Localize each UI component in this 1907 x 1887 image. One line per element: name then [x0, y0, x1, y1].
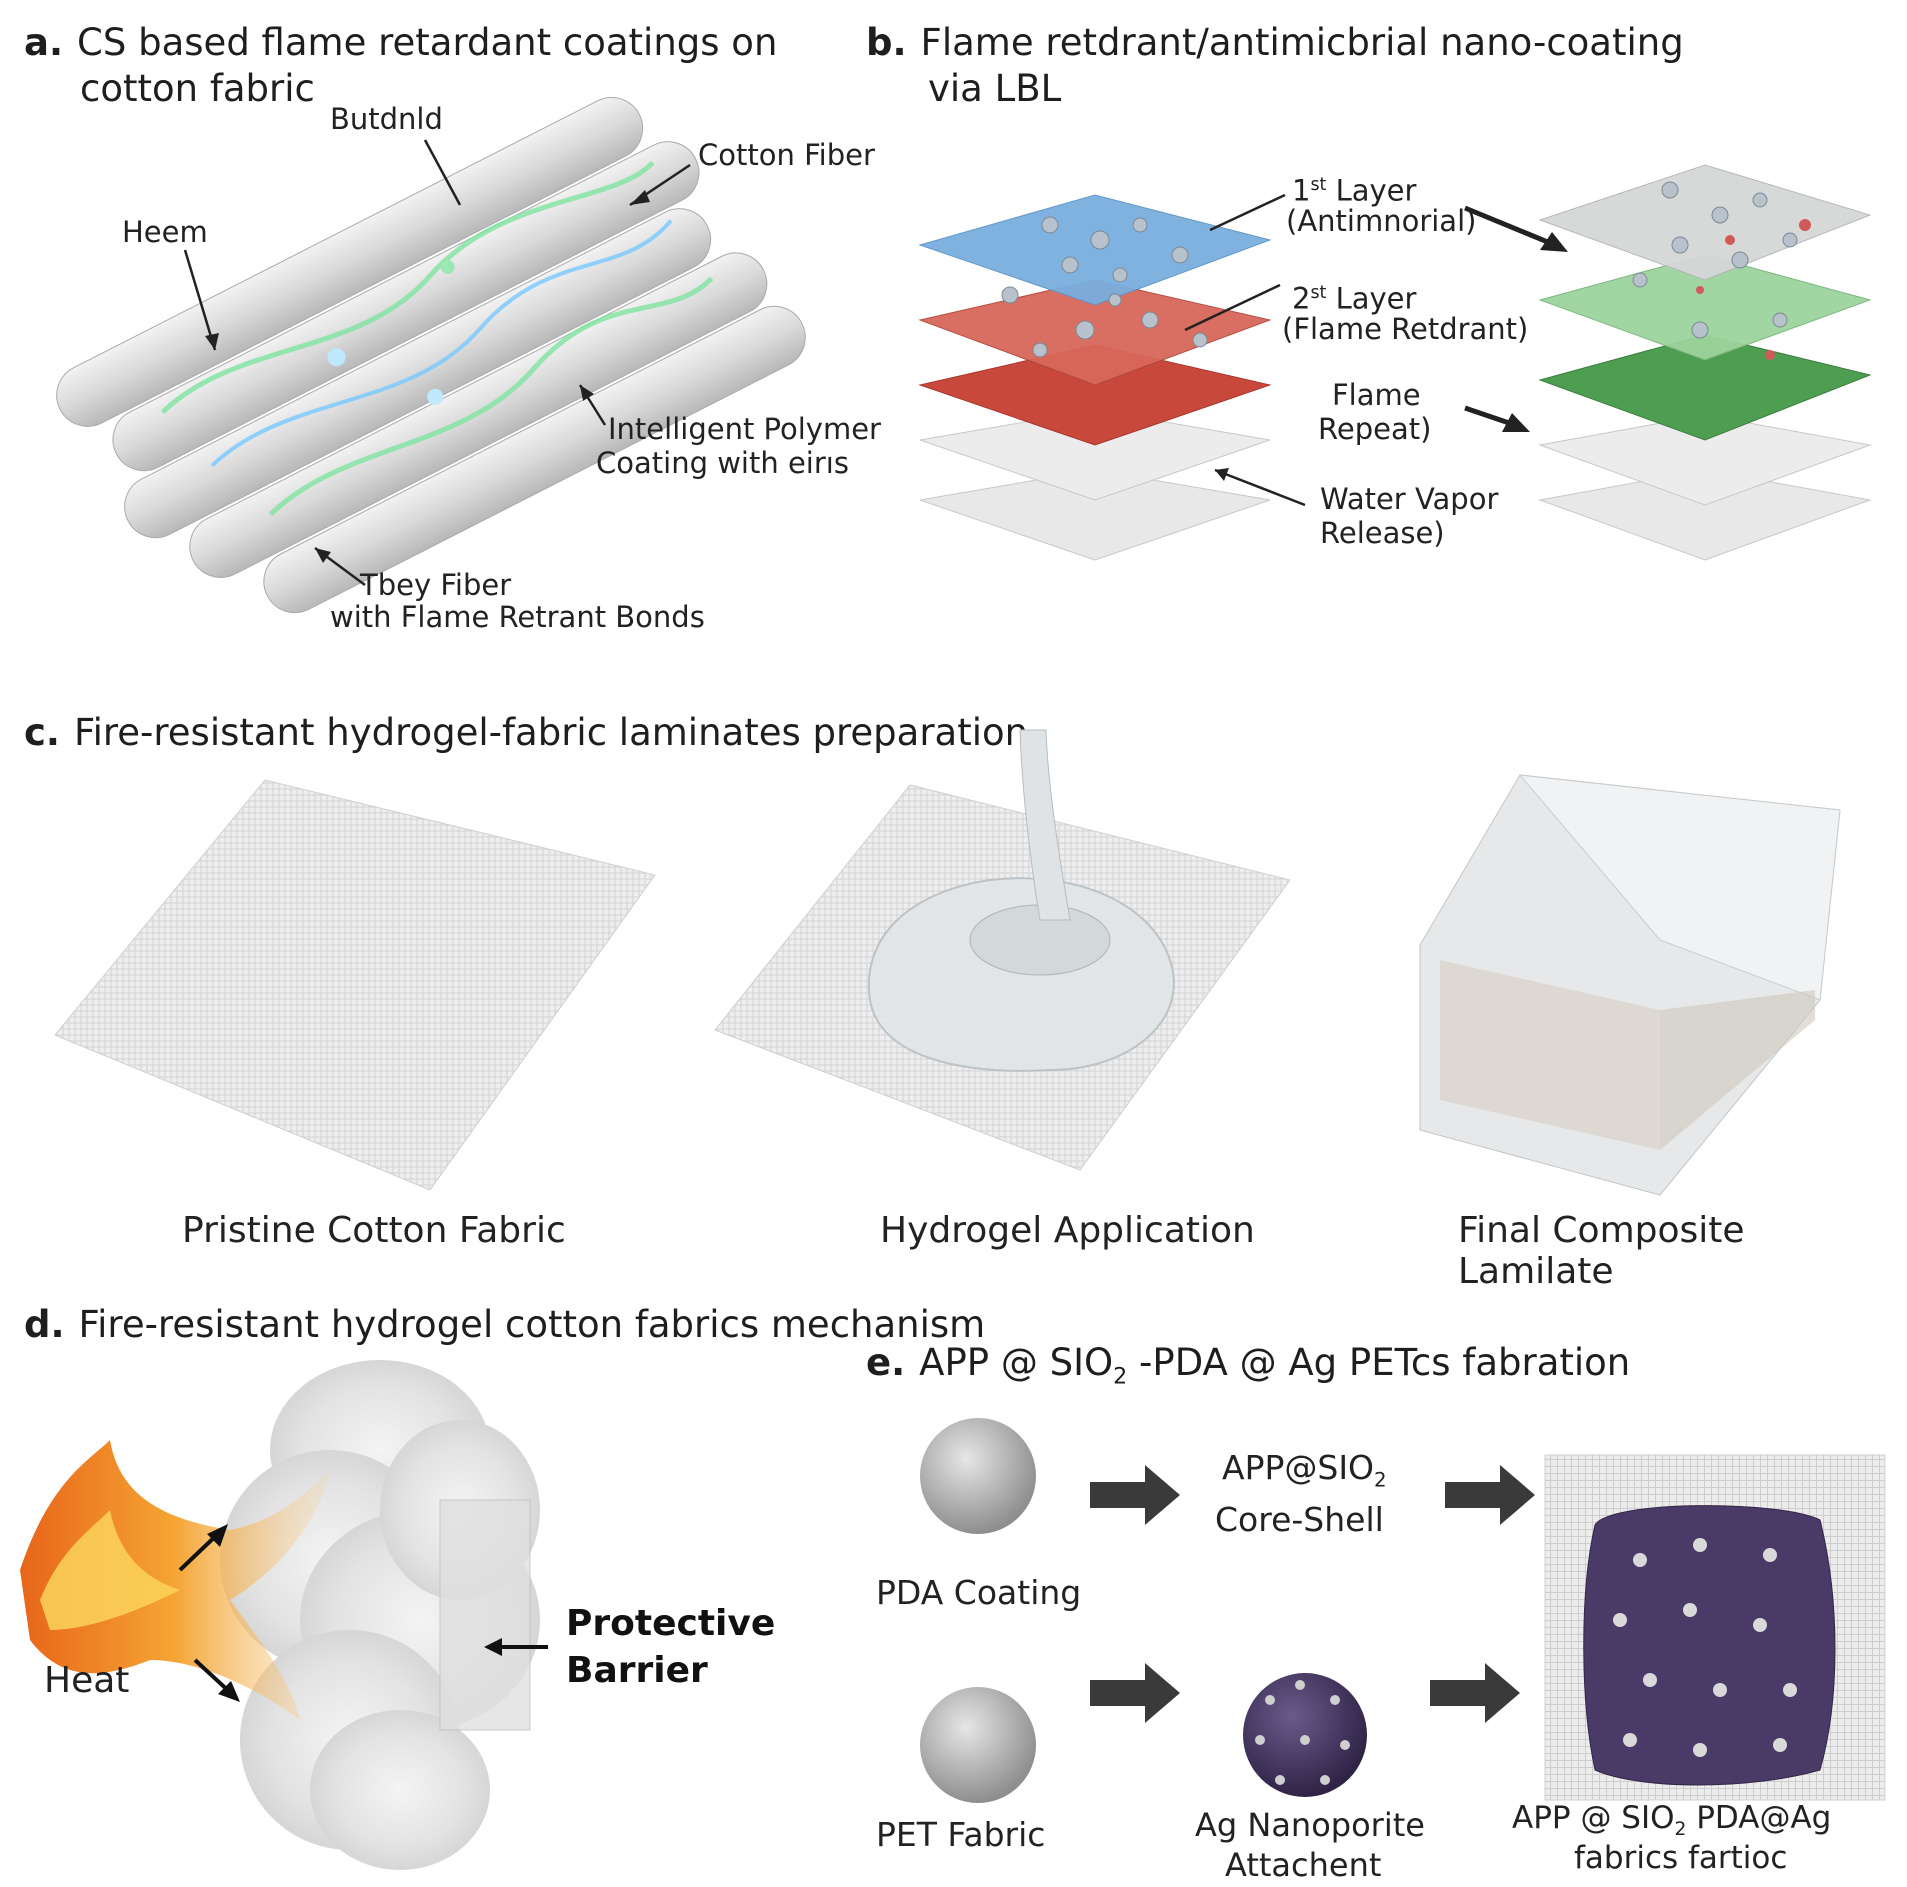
layer2-num: 2: [1292, 281, 1311, 316]
layer1-num: 1: [1292, 173, 1311, 208]
core-a: APP@SIO: [1222, 1448, 1375, 1487]
panel-d-title-text: Fire-resistant hydrogel cotton fabrics m…: [78, 1303, 986, 1346]
label-pda-coating: PDA Coating: [876, 1573, 1082, 1612]
label-layer2: 2st Layer: [1292, 276, 1416, 316]
label-ag-line1: Ag Nanoporite: [1195, 1806, 1425, 1844]
label-water-line2: Release): [1320, 516, 1445, 550]
panel-e-title-b: -PDA @ Ag PETcs fabration: [1127, 1341, 1631, 1384]
label-tbey-line2: with Flame Retrant Bonds: [330, 600, 705, 634]
panel-b-letter: b.: [866, 21, 907, 64]
label-ag-line2: Attachent: [1225, 1846, 1382, 1884]
panel-d-letter: d.: [24, 1303, 65, 1346]
caption-pristine: Pristine Cotton Fabric: [182, 1210, 566, 1251]
panel-d-title: d. Fire-resistant hydrogel cotton fabrics…: [24, 1302, 985, 1348]
panel-a-letter: a.: [24, 21, 64, 64]
label-barrier-line1: Protective: [566, 1603, 776, 1644]
mechanism-illustration: [20, 1360, 548, 1870]
panel-c-title-text: Fire-resistant hydrogel-fabric laminates…: [74, 711, 1029, 754]
panel-a-title: a. CS based flame retardant coatings on: [24, 20, 777, 66]
label-polymer-line1: Intelligent Polymer: [608, 412, 881, 446]
layer2-sup: st: [1310, 283, 1327, 303]
final-sub: 2: [1674, 1819, 1687, 1841]
fiber-bundle-illustration: [56, 96, 806, 614]
label-tbey-line1: Tbey Fiber: [360, 568, 512, 602]
panel-b-title-line2: via LBL: [928, 67, 1062, 110]
label-barrier-line2: Barrier: [566, 1650, 708, 1691]
layer1-sup: st: [1310, 175, 1327, 195]
label-final-line1: APP @ SIO2 PDA@Ag: [1512, 1800, 1831, 1840]
caption-final: Final Composite Lamilate: [1458, 1210, 1745, 1292]
label-water-line1: Water Vapor: [1320, 482, 1499, 516]
label-layer1-desc: (Antimnorial): [1286, 204, 1477, 238]
layer2-word: Layer: [1335, 281, 1417, 316]
lbl-layer-illustration: [918, 164, 1872, 561]
label-heem: Heem: [122, 215, 208, 249]
label-final-line2: fabrics fartioc: [1574, 1840, 1788, 1876]
final-b: PDA@Ag: [1686, 1800, 1832, 1836]
panel-a-title-line2: cotton fabric: [80, 67, 315, 110]
label-pet-fabric: PET Fabric: [876, 1815, 1046, 1854]
laminate-preparation-illustration: [54, 729, 1841, 1196]
panel-e-letter: e.: [866, 1341, 906, 1384]
layer1-word: Layer: [1335, 173, 1417, 208]
label-flame-line2: Repeat): [1318, 412, 1432, 446]
label-polymer-line2: Coating with eirıs: [596, 446, 849, 480]
core-sub: 2: [1374, 1468, 1387, 1492]
label-layer2-desc: (Flame Retdrant): [1282, 312, 1529, 346]
caption-hydrogel: Hydrogel Application: [880, 1210, 1255, 1251]
panel-a-title-line1: CS based flame retardant coatings on: [77, 21, 778, 64]
panel-b-title: b. Flame retdrant/antimicbrial nano-coati…: [866, 20, 1684, 66]
label-core-shell-line1: APP@SIO2: [1222, 1448, 1387, 1492]
label-layer1: 1st Layer: [1292, 168, 1416, 208]
label-flame-line1: Flame: [1332, 378, 1421, 412]
label-cotton-fiber: Cotton Fiber: [698, 138, 875, 172]
label-core-shell-line2: Core-Shell: [1215, 1500, 1384, 1539]
panel-e-title-sub: 2: [1113, 1363, 1128, 1390]
label-heat: Heat: [44, 1660, 130, 1701]
panel-b-title-line1: Flame retdrant/antimicbrial nano-coating: [920, 21, 1684, 64]
panel-c-letter: c.: [24, 711, 60, 754]
panel-c-title: c. Fire-resistant hydrogel-fabric laminat…: [24, 710, 1028, 756]
panel-e-title: e. APP @ SIO2 -PDA @ Ag PETcs fabration: [866, 1340, 1630, 1399]
label-butdnld: Butdnld: [330, 102, 443, 136]
final-a: APP @ SIO: [1512, 1800, 1675, 1836]
panel-e-title-a: APP @ SIO: [919, 1341, 1114, 1384]
